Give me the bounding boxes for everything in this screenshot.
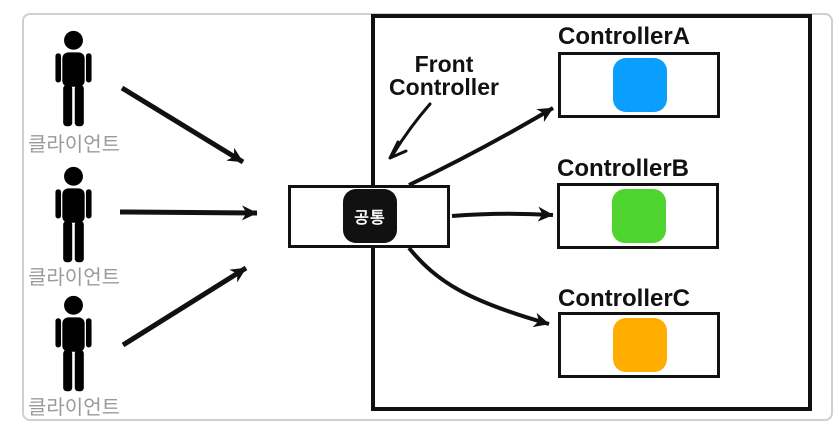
controller-c-color-block (613, 318, 667, 372)
front-controller-pointer-arrowhead (388, 140, 408, 160)
controller-b-label: ControllerB (557, 155, 689, 182)
person-icon (55, 166, 92, 263)
common-controller-box: 공통 (288, 185, 450, 248)
dispatch-arrow-controller-a (408, 106, 555, 187)
controller-b-color-block (612, 189, 666, 243)
controller-a-label: ControllerA (558, 23, 690, 50)
client1-request-arrow (120, 85, 245, 165)
dispatch-arrow-controller-b (451, 206, 554, 222)
controller-a-color-block (613, 58, 667, 112)
client3-request-arrow (121, 265, 248, 348)
client-figure-2 (46, 166, 101, 264)
client-label-1: 클라이언트 (28, 134, 120, 156)
controller-c-box (558, 312, 720, 378)
client-label-2: 클라이언트 (28, 267, 120, 289)
controller-b-box (557, 183, 719, 249)
controller-c-label: ControllerC (558, 285, 690, 312)
client-label-3: 클라이언트 (28, 397, 120, 419)
client-figure-3 (46, 295, 101, 393)
common-chip: 공통 (343, 189, 397, 243)
front-controller-pointer-arrow (390, 102, 432, 158)
front-controller-annotation: Front Controller (389, 51, 499, 100)
client2-request-arrow (119, 205, 258, 221)
controller-a-box (558, 52, 720, 118)
client-figure-1 (46, 30, 101, 128)
person-icon (55, 30, 92, 127)
person-icon (55, 295, 92, 392)
dispatch-arrow-controller-c (407, 246, 550, 328)
